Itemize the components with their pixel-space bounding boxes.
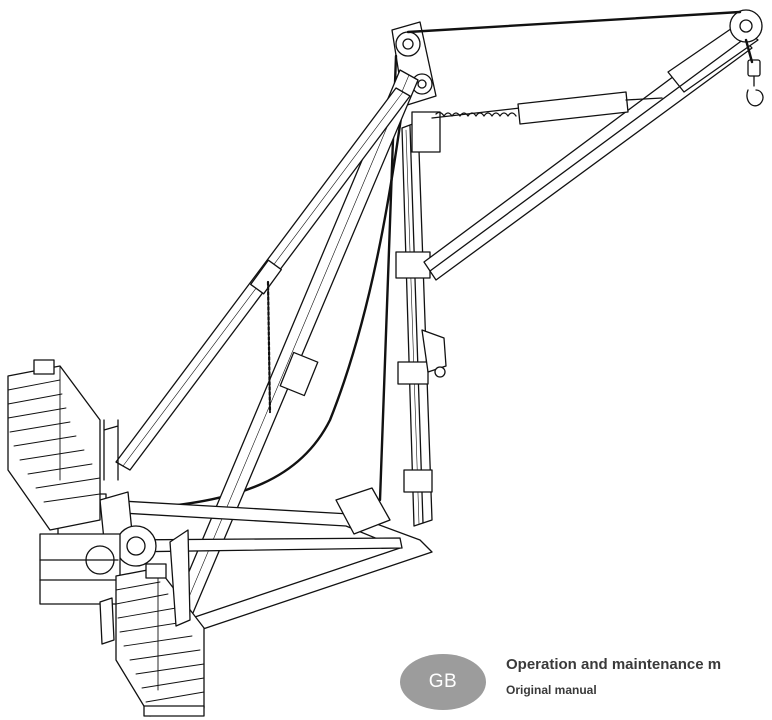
language-badge: GB [400, 654, 486, 710]
document-title: Operation and maintenance m [506, 656, 722, 673]
chain [266, 280, 272, 414]
mast-head [391, 21, 441, 153]
language-code: GB [428, 671, 458, 692]
luffing-spring [431, 91, 663, 125]
jib [423, 9, 764, 281]
strut-long [171, 69, 419, 621]
outrigger [99, 529, 191, 645]
mast [395, 121, 447, 527]
counterweight-rear [7, 359, 119, 531]
document-subtitle: Original manual [506, 683, 597, 697]
base-frame [103, 487, 433, 631]
strut-rear [115, 87, 411, 471]
